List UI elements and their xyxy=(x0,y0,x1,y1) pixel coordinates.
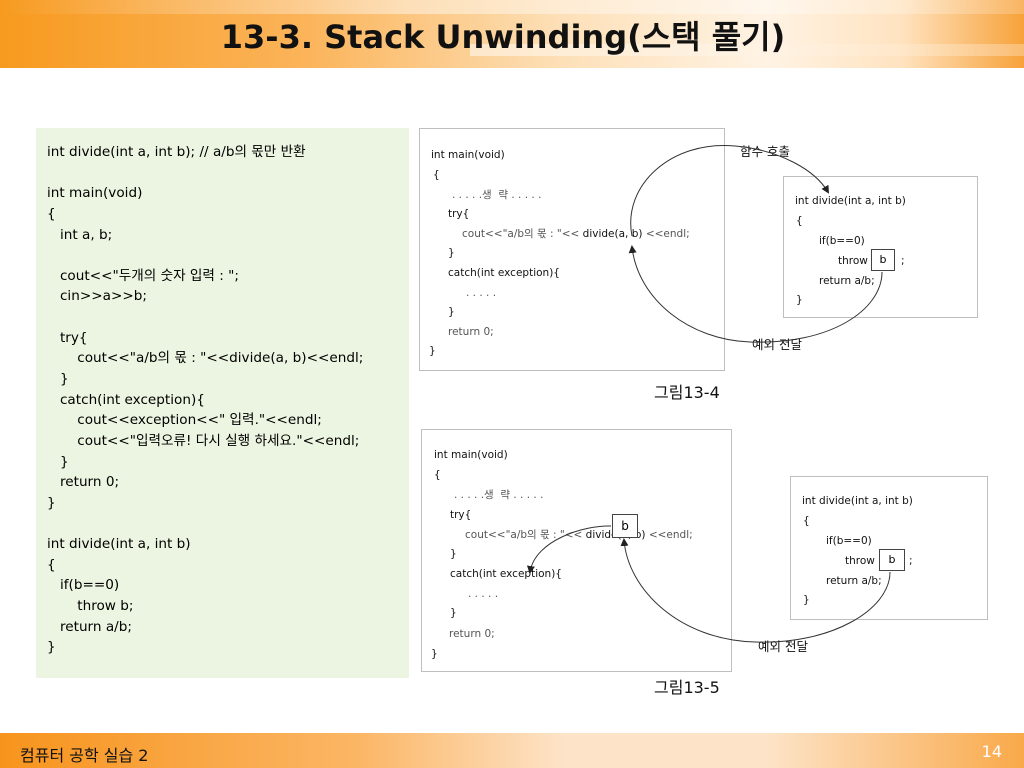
code-line: try{ xyxy=(47,329,88,346)
code-line: ; xyxy=(909,555,913,567)
code-line: return a/b; xyxy=(819,275,875,287)
figure-caption: 그림13-4 xyxy=(654,383,720,402)
code-line: catch(int exception){ xyxy=(448,267,560,279)
code-line: int divide(int a, int b) xyxy=(795,195,906,207)
code-line: return 0; xyxy=(47,474,120,491)
code-line: if(b==0) xyxy=(826,535,872,547)
code-line: } xyxy=(448,247,455,259)
code-line: catch(int exception){ xyxy=(450,568,562,580)
thrown-value-box: b xyxy=(879,549,905,571)
code-line: catch(int exception){ xyxy=(47,391,205,408)
code-line: cin>>a>>b; xyxy=(47,288,147,305)
catch-arrow xyxy=(526,525,612,574)
code-line: return 0; xyxy=(448,326,494,338)
code-line: { xyxy=(803,515,810,527)
exception-label: 예외 전달 xyxy=(758,639,808,654)
code-line: int divide(int a, int b); // a/b의 몫만 반환 xyxy=(47,144,306,160)
code-line: } xyxy=(450,607,457,619)
code-line: . . . . . xyxy=(468,588,499,600)
banner-sheen xyxy=(0,0,1024,14)
code-line: int divide(int a, int b) xyxy=(802,495,913,507)
slide-title: 13-3. Stack Unwinding(스택 풀기) xyxy=(220,18,786,56)
code-line: return 0; xyxy=(449,628,495,640)
course-name: 컴퓨터 공학 실습 2 xyxy=(20,746,149,765)
code-line: } xyxy=(47,494,56,511)
code-line: cout<<"a/b의 몫 : "<<divide(a, b)<<endl; xyxy=(47,350,364,367)
code-line: return a/b; xyxy=(826,575,882,587)
code-line: return a/b; xyxy=(47,618,132,635)
code-line: } xyxy=(448,306,455,318)
footer-band xyxy=(0,733,1024,768)
code-line: cout<<"입력오류! 다시 실행 하세요."<<endl; xyxy=(47,432,360,449)
code-line: throw xyxy=(845,555,875,567)
thrown-value-box: b xyxy=(612,514,638,538)
code-line: if(b==0) xyxy=(47,577,120,594)
code-line: { xyxy=(47,205,56,222)
code-line: { xyxy=(433,169,440,181)
call-arrow xyxy=(630,144,830,237)
code-line: } xyxy=(429,345,436,357)
code-line: throw b; xyxy=(47,598,134,615)
code-line: } xyxy=(803,594,810,606)
code-line: int a, b; xyxy=(47,226,113,243)
code-line: } xyxy=(450,548,457,560)
page-number: 14 xyxy=(981,742,1002,761)
code-line: } xyxy=(47,453,69,470)
code-line: . . . . .생 략 . . . . . xyxy=(454,489,544,501)
code-line: } xyxy=(796,294,803,306)
figure-caption: 그림13-5 xyxy=(654,678,720,697)
code-line: } xyxy=(47,639,56,656)
code-line: throw xyxy=(838,255,868,267)
fig2-divide-box: int divide(int a, int b) { if(b==0) thro… xyxy=(790,476,988,620)
fig2-main-box: int main(void) { . . . . .생 략 . . . . . … xyxy=(421,429,732,672)
code-line: if(b==0) xyxy=(819,235,865,247)
code-line: try{ xyxy=(450,509,472,521)
code-listing: int divide(int a, int b); // a/b의 몫만 반환 … xyxy=(36,128,409,678)
exception-arrow xyxy=(620,538,891,643)
code-line: try{ xyxy=(448,208,470,220)
banner-sheen xyxy=(470,44,1024,56)
code-line: } xyxy=(47,371,69,388)
code-line: int divide(int a, int b) xyxy=(47,536,191,553)
fig1-divide-box: int divide(int a, int b) { if(b==0) thro… xyxy=(783,176,978,318)
code-line: cout<<"두개의 숫자 입력 : "; xyxy=(47,267,239,284)
fig1-main-box: int main(void) { . . . . .생 략 . . . . . … xyxy=(419,128,725,371)
thrown-value-box: b xyxy=(871,249,895,271)
code-line: int main(void) xyxy=(47,185,143,202)
code-line: . . . . . xyxy=(466,287,497,299)
code-line: cout<<exception<<" 입력."<<endl; xyxy=(47,412,322,429)
code-line: ; xyxy=(901,255,905,267)
code-line: { xyxy=(434,469,441,481)
code-line: } xyxy=(431,648,438,660)
code-line: { xyxy=(796,215,803,227)
code-line: cout<<"a/b의 몫 : "<< divide(a, b) <<endl; xyxy=(462,228,690,240)
exception-arrow xyxy=(628,245,883,343)
code-line: int main(void) xyxy=(431,149,505,161)
code-line: . . . . .생 략 . . . . . xyxy=(452,189,542,201)
code-line: int main(void) xyxy=(434,449,508,461)
title-banner xyxy=(0,0,1024,68)
code-line: { xyxy=(47,556,56,573)
